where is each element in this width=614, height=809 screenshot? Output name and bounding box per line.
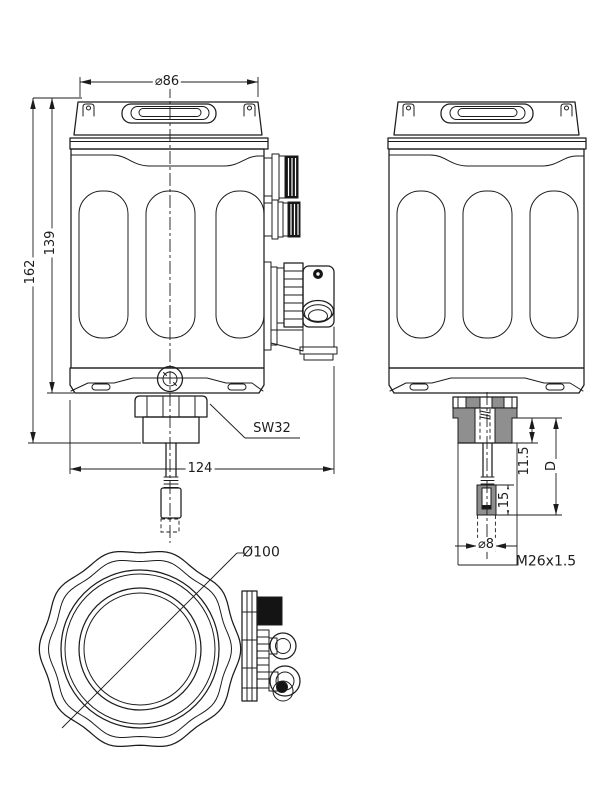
- front-collar: [69, 137, 269, 150]
- side-housing-body: [388, 148, 585, 369]
- bottom-connectors: [241, 590, 301, 702]
- diameter-line: [61, 552, 238, 729]
- body-groove: [145, 190, 196, 339]
- side-collar: [387, 137, 587, 150]
- body-groove: [462, 190, 513, 339]
- eyelet-fitting: [269, 632, 297, 660]
- probe-tip: [160, 487, 182, 519]
- hex-nut-sw32: [134, 395, 208, 444]
- front-view: [28, 77, 338, 543]
- body-groove: [529, 190, 579, 339]
- body-groove: [78, 190, 129, 339]
- elbow-port: [301, 299, 335, 323]
- side-cap: [393, 101, 580, 136]
- outer-grip-contour: [38, 550, 242, 748]
- side-dimensions: [455, 417, 562, 566]
- front-housing-body: [70, 148, 265, 369]
- cap-handle: [121, 103, 217, 124]
- side-probe-stem: [476, 392, 497, 560]
- bezel-circle: [60, 569, 220, 729]
- body-groove: [396, 190, 446, 339]
- flange-screw: [156, 365, 184, 393]
- bottom-view: [38, 518, 301, 748]
- window-circle: [78, 587, 202, 711]
- hidden-probe-outline: [160, 518, 180, 533]
- front-flange: [69, 365, 265, 394]
- side-flange: [388, 367, 585, 394]
- front-dimensions: [28, 77, 335, 474]
- mounting-nut-section: [452, 396, 518, 444]
- connector-m12: [263, 153, 299, 201]
- inner-grip-contour: [48, 560, 232, 738]
- probe-stem: [160, 442, 182, 519]
- bottom-connector-m12: [257, 596, 283, 626]
- side-view: [387, 101, 587, 566]
- front-cap: [73, 101, 263, 136]
- eyelet-fitting: [269, 665, 301, 697]
- connector-m8: [263, 199, 301, 240]
- elbow-fitting: [263, 261, 338, 361]
- body-groove: [215, 190, 265, 339]
